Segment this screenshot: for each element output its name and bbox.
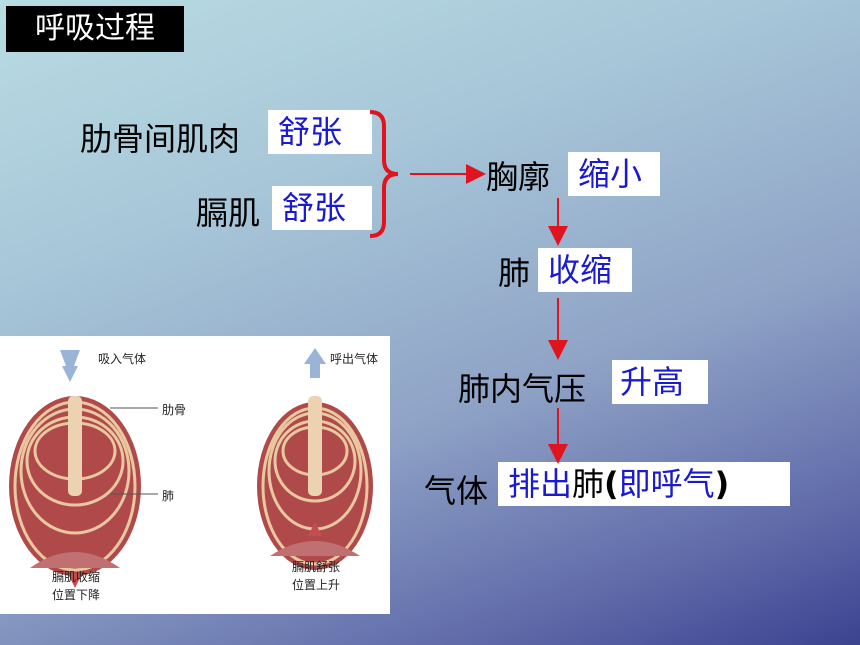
thorax-label: 胸廓	[486, 158, 551, 196]
fig-right-bottom-1: 膈肌舒张	[292, 560, 341, 574]
lung-state: 收缩	[538, 248, 632, 292]
diaphragm-down-arrow-icon	[68, 574, 82, 588]
gas-label: 气体	[424, 472, 489, 510]
gas-state: 排出肺(即呼气)	[498, 462, 790, 506]
diaphragm-state: 舒张	[272, 186, 372, 230]
gas-state-c: 即呼气	[618, 465, 715, 503]
pressure-state: 升高	[612, 360, 708, 404]
thorax-state: 缩小	[568, 152, 660, 196]
intercostal-label: 肋骨间肌肉	[80, 120, 241, 158]
ribcage-figure: 吸入气体 肋骨 肺 膈肌收缩 位置下降 呼出气体 膈肌舒张 位置上升	[0, 336, 390, 614]
slide-title: 呼吸过程	[6, 6, 184, 52]
fig-left-bottom-2: 位置下降	[52, 588, 101, 602]
exhale-arrow-icon	[304, 348, 326, 378]
intercostal-state: 舒张	[268, 110, 372, 154]
lung-label: 肺	[498, 254, 531, 292]
right-ribcage	[257, 396, 373, 570]
fig-inhale-label: 吸入气体	[98, 352, 147, 366]
gas-paren-close: )	[714, 465, 730, 503]
fig-rib-label: 肋骨	[162, 403, 187, 417]
fig-lung-label: 肺	[162, 489, 175, 503]
gas-state-a: 排出	[508, 465, 573, 503]
left-ribcage	[9, 396, 141, 576]
fig-exhale-label: 呼出气体	[330, 352, 379, 366]
inhale-arrow-icon	[60, 350, 80, 382]
gas-paren-open: (	[604, 465, 619, 503]
pressure-label: 肺内气压	[458, 370, 587, 408]
gas-state-b: 肺	[572, 465, 605, 503]
diaphragm-label: 膈肌	[196, 194, 261, 232]
brace	[369, 110, 399, 238]
diaphragm-up-arrow-icon	[308, 522, 322, 536]
ribcage-illustration	[9, 348, 373, 588]
fig-right-bottom-2: 位置上升	[292, 578, 341, 592]
fig-left-bottom-1: 膈肌收缩	[52, 570, 101, 584]
